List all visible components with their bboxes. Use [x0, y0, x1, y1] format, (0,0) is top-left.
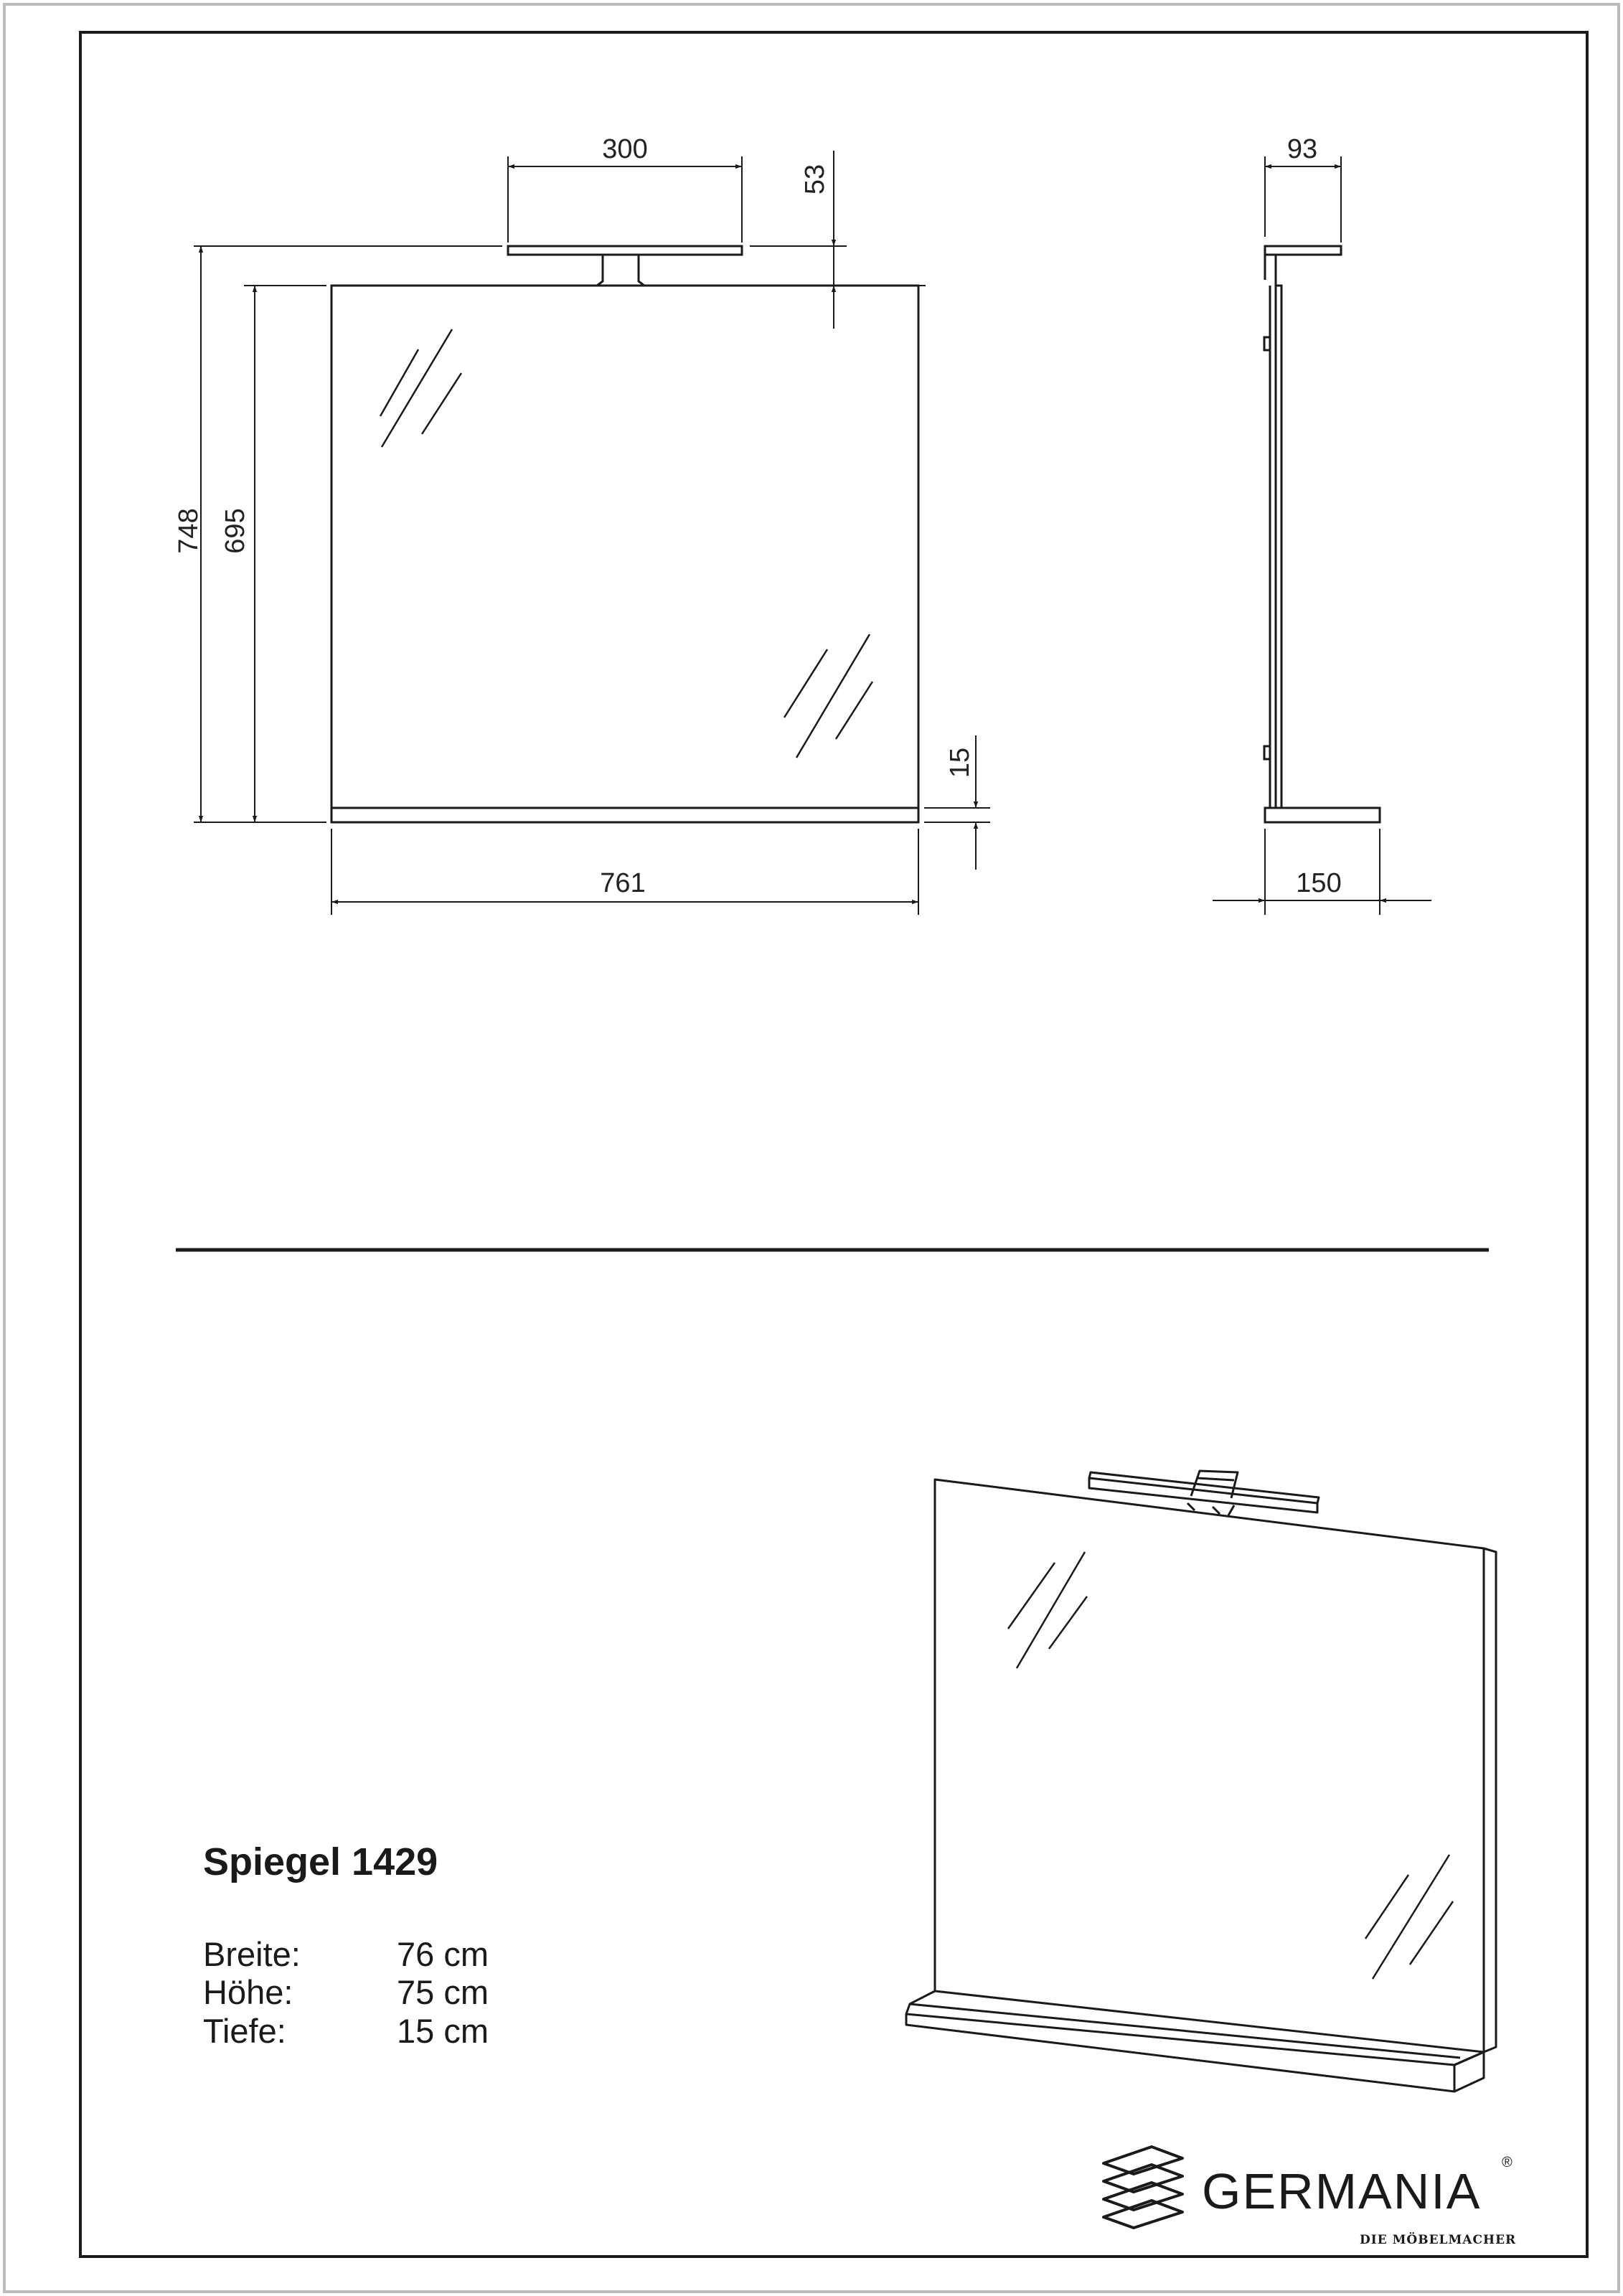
reflection-lower	[783, 634, 874, 758]
persp-reflection-lower	[1364, 1854, 1454, 1980]
lamp-bar	[507, 245, 743, 256]
side-panel	[1274, 284, 1283, 809]
persp-reflection-upper	[1007, 1551, 1088, 1669]
side-dimensions	[1213, 156, 1431, 915]
persp-mirror-face	[933, 1478, 1485, 2053]
spec-label-breite: Breite:	[203, 1935, 301, 1973]
brand-logo: GERMANIA ® DIE MÖBELMACHER	[1102, 2145, 1516, 2247]
dim-label-53: 53	[800, 164, 830, 194]
brand-name: GERMANIA	[1202, 2163, 1481, 2219]
dim-label-93: 93	[1287, 134, 1317, 164]
side-shelf	[1264, 806, 1381, 824]
shelf	[330, 806, 920, 824]
product-info: Spiegel 1429 Breite: 76 cm Höhe: 75 cm T…	[203, 1840, 489, 2050]
dim-label-300: 300	[602, 134, 647, 164]
dim-label-150: 150	[1296, 868, 1341, 898]
spec-label-hoehe: Höhe:	[203, 1973, 293, 2011]
product-title: Spiegel 1429	[203, 1840, 438, 1883]
persp-shelf-top	[905, 1990, 1485, 2066]
dim-label-695: 695	[220, 508, 250, 553]
lamp-bracket	[596, 255, 645, 287]
side-dim-labels: 93 150	[1287, 134, 1342, 898]
side-lamp	[1264, 245, 1342, 256]
perspective-view	[905, 1469, 1497, 2093]
front-dim-labels: 748 695 300 53 15 761	[174, 134, 975, 898]
front-dimensions	[194, 151, 990, 915]
inner-frame	[79, 31, 1589, 2258]
stack-icon	[1102, 2145, 1184, 2229]
front-view	[330, 245, 920, 824]
persp-lamp	[1088, 1477, 1319, 1514]
mirror-panel	[330, 284, 920, 809]
reflection-upper	[379, 329, 463, 448]
registered-mark: ®	[1502, 2155, 1513, 2170]
spec-value-tiefe: 15 cm	[397, 2012, 489, 2050]
spec-value-breite: 76 cm	[397, 1935, 489, 1973]
persp-lamp-bracket	[1190, 1469, 1239, 1499]
persp-shelf-front	[905, 2014, 1456, 2093]
spec-label-tiefe: Tiefe:	[203, 2012, 286, 2050]
dim-label-748: 748	[174, 508, 204, 553]
brand-tagline: DIE MÖBELMACHER	[1360, 2232, 1516, 2247]
side-view	[1263, 245, 1381, 824]
dim-label-15: 15	[945, 748, 975, 778]
spec-value-hoehe: 75 cm	[397, 1973, 489, 2011]
outer-border	[3, 3, 1620, 2293]
dim-label-761: 761	[600, 868, 645, 898]
